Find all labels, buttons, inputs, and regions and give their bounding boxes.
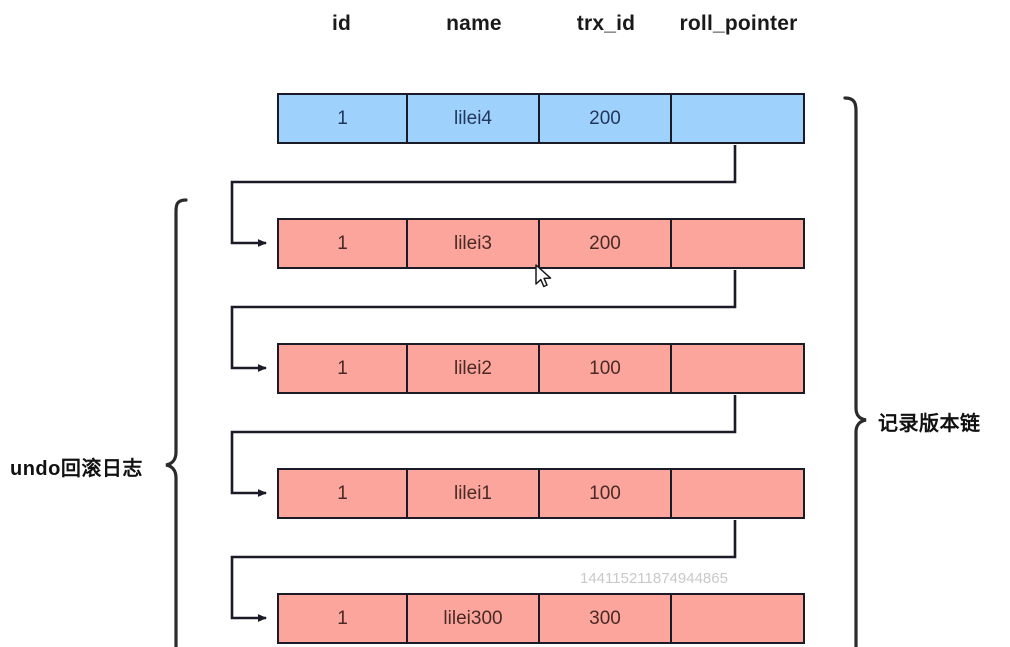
- cell-trx-id[interactable]: 100: [540, 470, 672, 517]
- watermark-text: 144115211874944865: [580, 570, 728, 587]
- right-brace: [843, 96, 867, 647]
- column-header-roll-pointer: roll_pointer: [679, 12, 798, 35]
- cell-id[interactable]: 1: [279, 345, 408, 392]
- column-header-trx-id: trx_id: [576, 12, 636, 35]
- record-row-undo-1[interactable]: 1 lilei3 200: [277, 218, 805, 269]
- cell-trx-id[interactable]: 100: [540, 345, 672, 392]
- record-row-undo-4[interactable]: 1 lilei300 300: [277, 593, 805, 644]
- cell-id[interactable]: 1: [279, 95, 408, 142]
- cell-trx-id[interactable]: 200: [540, 220, 672, 267]
- column-header-name: name: [446, 12, 502, 35]
- cell-roll-pointer[interactable]: [672, 470, 802, 517]
- cell-name[interactable]: lilei2: [408, 345, 540, 392]
- version-chain-label: 记录版本链: [878, 413, 981, 435]
- record-row-undo-3[interactable]: 1 lilei1 100: [277, 468, 805, 519]
- mouse-cursor-icon: [535, 264, 552, 288]
- cell-trx-id[interactable]: 200: [540, 95, 672, 142]
- column-header-id: id: [331, 12, 352, 35]
- cell-name-selected[interactable]: lilei3: [408, 220, 540, 267]
- cell-name[interactable]: lilei300: [408, 595, 540, 642]
- cell-id[interactable]: 1: [279, 470, 408, 517]
- cell-roll-pointer[interactable]: [672, 220, 802, 267]
- left-brace: [165, 198, 188, 647]
- cell-roll-pointer[interactable]: [672, 95, 802, 142]
- cell-trx-id[interactable]: 300: [540, 595, 672, 642]
- cell-name[interactable]: lilei4: [408, 95, 540, 142]
- cell-id[interactable]: 1: [279, 595, 408, 642]
- cell-roll-pointer[interactable]: [672, 345, 802, 392]
- record-row-undo-2[interactable]: 1 lilei2 100: [277, 343, 805, 394]
- record-row-current[interactable]: 1 lilei4 200: [277, 93, 805, 144]
- cell-id[interactable]: 1: [279, 220, 408, 267]
- cell-name[interactable]: lilei1: [408, 470, 540, 517]
- cell-roll-pointer[interactable]: [672, 595, 802, 642]
- undo-log-label: undo回滚日志: [10, 458, 143, 480]
